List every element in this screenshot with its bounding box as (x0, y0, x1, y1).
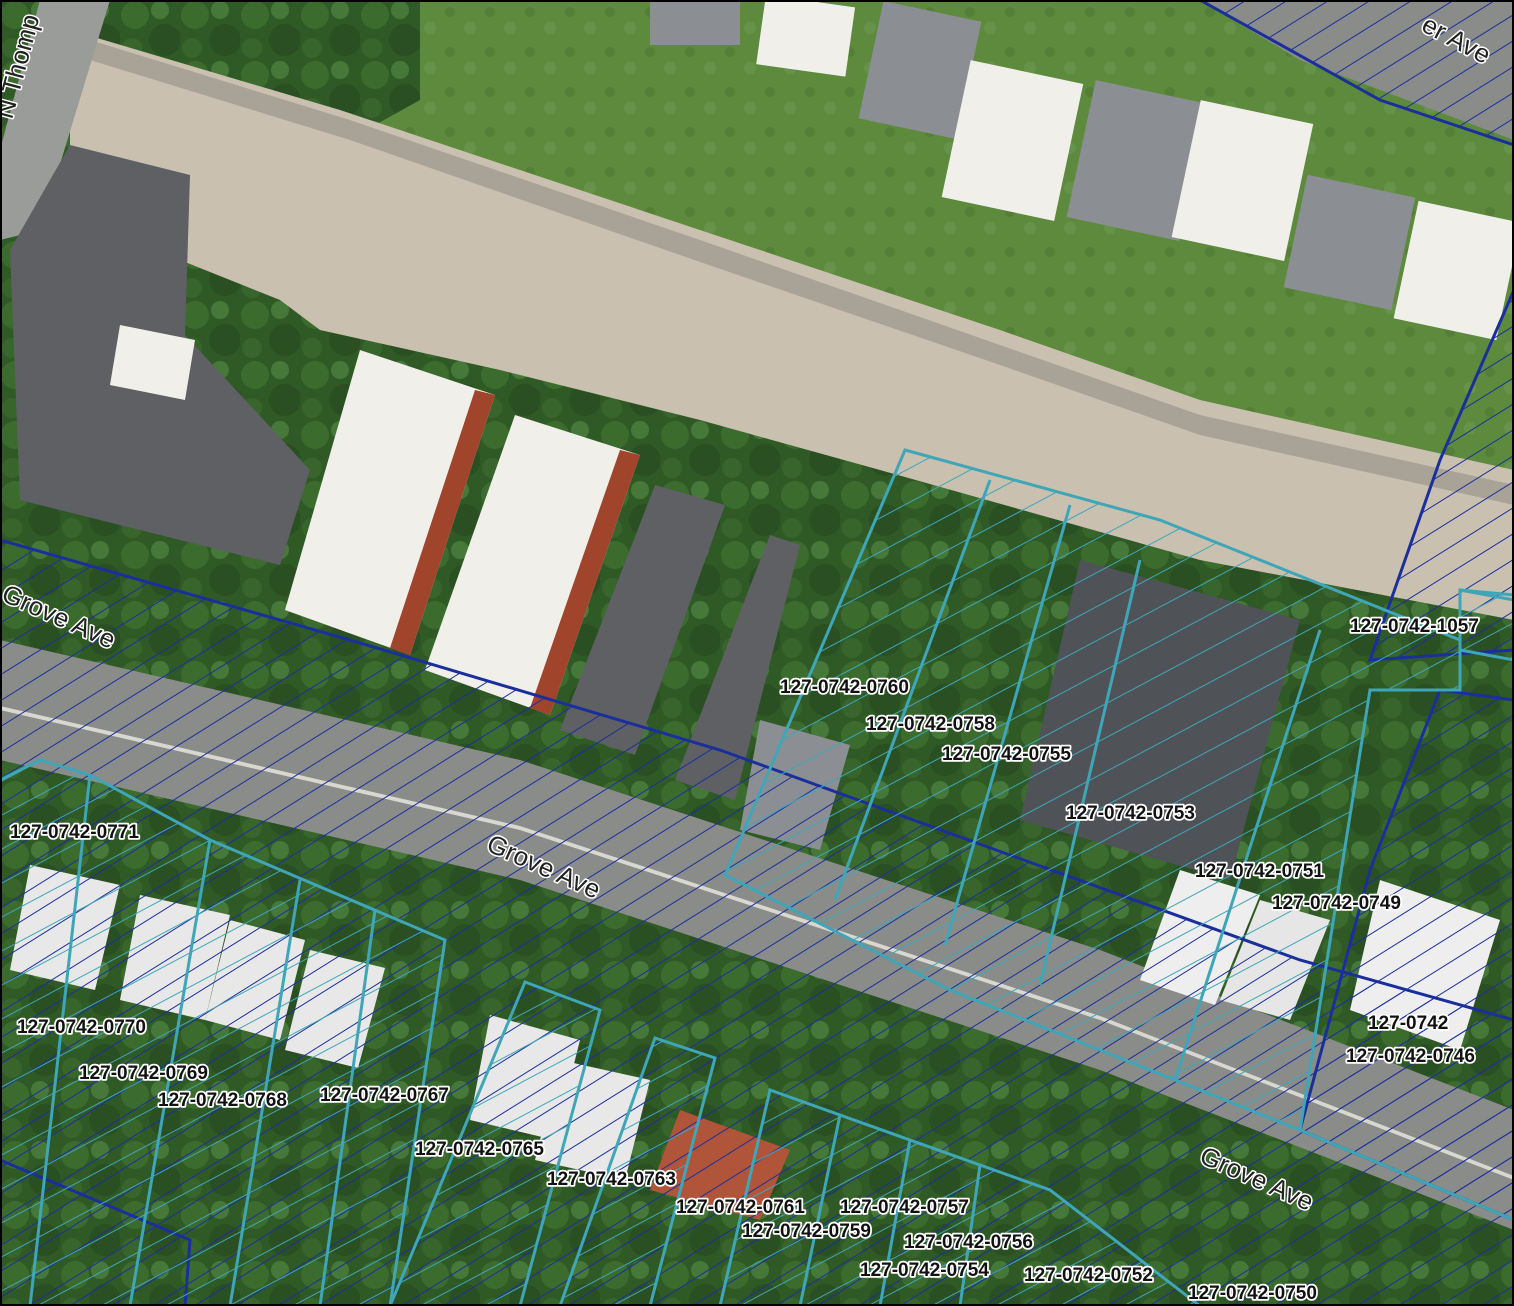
building (858, 0, 982, 140)
parcel-label[interactable]: 127-0742-0760 (778, 675, 910, 700)
building (650, 0, 740, 45)
parcel-group-0760-0749[interactable] (723, 448, 1462, 1133)
shingle-roof-building (560, 485, 725, 755)
building (1171, 100, 1314, 261)
parcel-0765[interactable] (388, 980, 602, 1306)
parcel-label[interactable]: 127-0742-0769 (77, 1061, 209, 1086)
parcel-label[interactable]: 127-0742-0750 (1186, 1281, 1318, 1306)
parcel-label[interactable]: 127-0742-0759 (740, 1219, 872, 1244)
parcel-label[interactable]: 127-0742-0756 (902, 1230, 1034, 1255)
parcel-1057[interactable] (1458, 588, 1514, 662)
parcel-label[interactable]: 127-0742-0757 (838, 1195, 970, 1220)
building (1393, 200, 1514, 341)
brick-wall (530, 450, 640, 715)
parcel-boundary (1038, 559, 1142, 986)
parcel-boundary (798, 1114, 842, 1306)
parcel-right-of-way-north[interactable] (1196, 0, 1514, 147)
parcel-label[interactable]: 127-0742-0768 (156, 1088, 288, 1113)
alley (90, 40, 1514, 505)
parcel-0763[interactable] (558, 1036, 717, 1306)
parcel-label[interactable]: 127-0742-0755 (940, 742, 1073, 767)
parcel-label[interactable]: 127-0742-0758 (864, 712, 996, 737)
brick-wall (390, 390, 495, 655)
flat-roof-building (425, 415, 640, 715)
parcel-boundary (28, 774, 92, 1306)
parcel-group-0761-0750[interactable] (718, 1088, 1203, 1306)
parcel-label[interactable]: 127-0742-0753 (1064, 801, 1196, 826)
parcel-group-0771-0767[interactable] (0, 758, 447, 1306)
thompson-street-road (0, 0, 110, 240)
parcel-label[interactable]: 127-0742-0754 (858, 1258, 991, 1283)
parcel-label[interactable]: 127-0742-0761 (674, 1195, 807, 1220)
parcel-label[interactable]: 127-0742-0752 (1022, 1263, 1154, 1288)
parcel-label[interactable]: 127-0742-0751 (1193, 859, 1326, 884)
parcel-boundary (128, 839, 212, 1306)
parcel-label[interactable]: 127-0742-0746 (1344, 1044, 1476, 1069)
parcel-label[interactable]: 127-0742-0770 (15, 1015, 147, 1040)
parcel-label[interactable]: 127-0742-0771 (8, 820, 141, 845)
parking-lot (70, 30, 1514, 620)
shingle-roof-building (675, 535, 800, 800)
building (1066, 80, 1209, 241)
rooftop-unit (110, 325, 195, 400)
parcel-label[interactable]: 127-0742-0765 (413, 1137, 546, 1162)
parcel-boundary (833, 479, 992, 901)
parcel-boundary (228, 879, 302, 1306)
building (941, 60, 1084, 221)
flat-roof-building (285, 350, 495, 655)
parcel-boundary (1299, 1128, 1514, 1222)
parcel-label[interactable]: 127-0742 (1366, 1011, 1450, 1036)
parcel-label[interactable]: 127-0742-0749 (1270, 891, 1402, 916)
building (1283, 174, 1416, 311)
building (756, 0, 856, 77)
parcel-label[interactable]: 127-0742-1057 (1348, 614, 1480, 639)
parcel-label[interactable]: 127-0742-0767 (318, 1083, 450, 1108)
parcel-boundary (1173, 629, 1322, 1081)
parcel-boundary (878, 1139, 912, 1306)
parcel-labels: 127-0742-1057 127-0742-0760 127-0742-075… (8, 614, 1480, 1306)
parcel-boundary (943, 504, 1072, 946)
parcel-boundary (318, 909, 377, 1306)
parcel-boundary (958, 1164, 982, 1306)
parcel-label[interactable]: 127-0742-0763 (545, 1167, 677, 1192)
